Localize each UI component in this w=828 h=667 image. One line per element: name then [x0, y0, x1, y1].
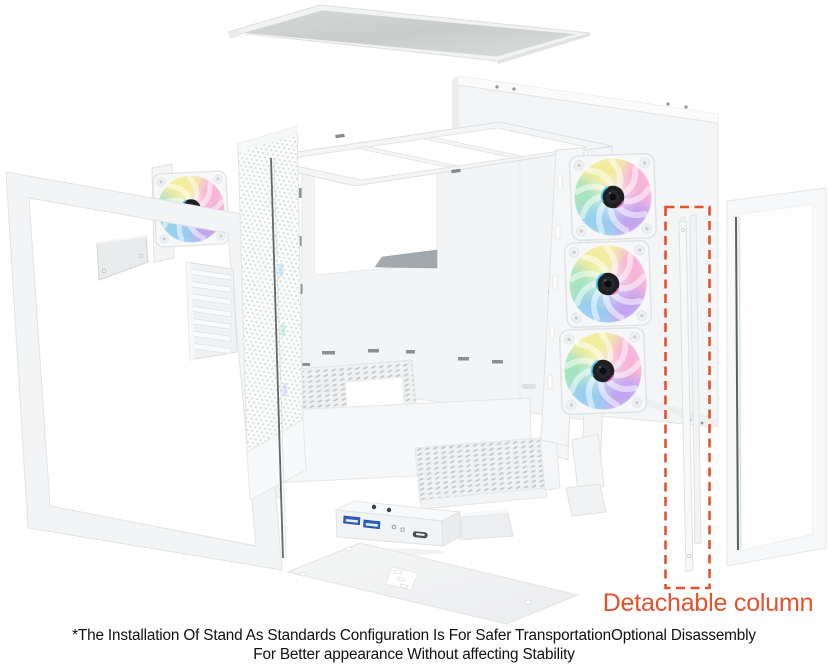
front-glass-pane — [270, 157, 288, 559]
detachable-column — [664, 205, 711, 590]
motherboard-tray — [299, 147, 589, 421]
reset-button — [400, 527, 405, 532]
audio-jack — [371, 504, 377, 510]
footnote-line-2: For Better appearance Without affecting … — [253, 645, 575, 663]
annotation-label: Detachable column — [602, 589, 814, 617]
standoff-slots — [300, 349, 503, 366]
top-glass-panel — [227, 4, 591, 64]
glass-edge-line — [270, 157, 284, 559]
glass-edge-line — [735, 216, 739, 551]
top-frame — [242, 121, 613, 187]
footnote: *The Installation Of Stand As Standards … — [0, 627, 828, 664]
rgb-fan-middle — [561, 237, 654, 330]
bottom-stand-plate — [286, 542, 580, 625]
power-led — [391, 524, 397, 530]
rgb-fan-bottom — [556, 324, 649, 417]
mounting-bracket-plate — [96, 235, 149, 281]
right-glass-panel — [726, 187, 827, 567]
panel-screws — [495, 85, 704, 425]
case-foot — [565, 483, 607, 517]
footnote-line-1: *The Installation Of Stand As Standards … — [72, 627, 756, 644]
left-glass-panel — [5, 171, 283, 571]
rgb-fan-top — [566, 150, 659, 243]
side-fan-stack — [540, 148, 660, 447]
detachable-column-highlight-box — [664, 205, 711, 590]
gpu-bracket — [374, 249, 438, 269]
mesh-front-panel — [237, 125, 307, 501]
stand-foot-block — [458, 509, 514, 541]
pci-slot-bracket — [185, 261, 238, 361]
audio-jack — [386, 507, 392, 513]
